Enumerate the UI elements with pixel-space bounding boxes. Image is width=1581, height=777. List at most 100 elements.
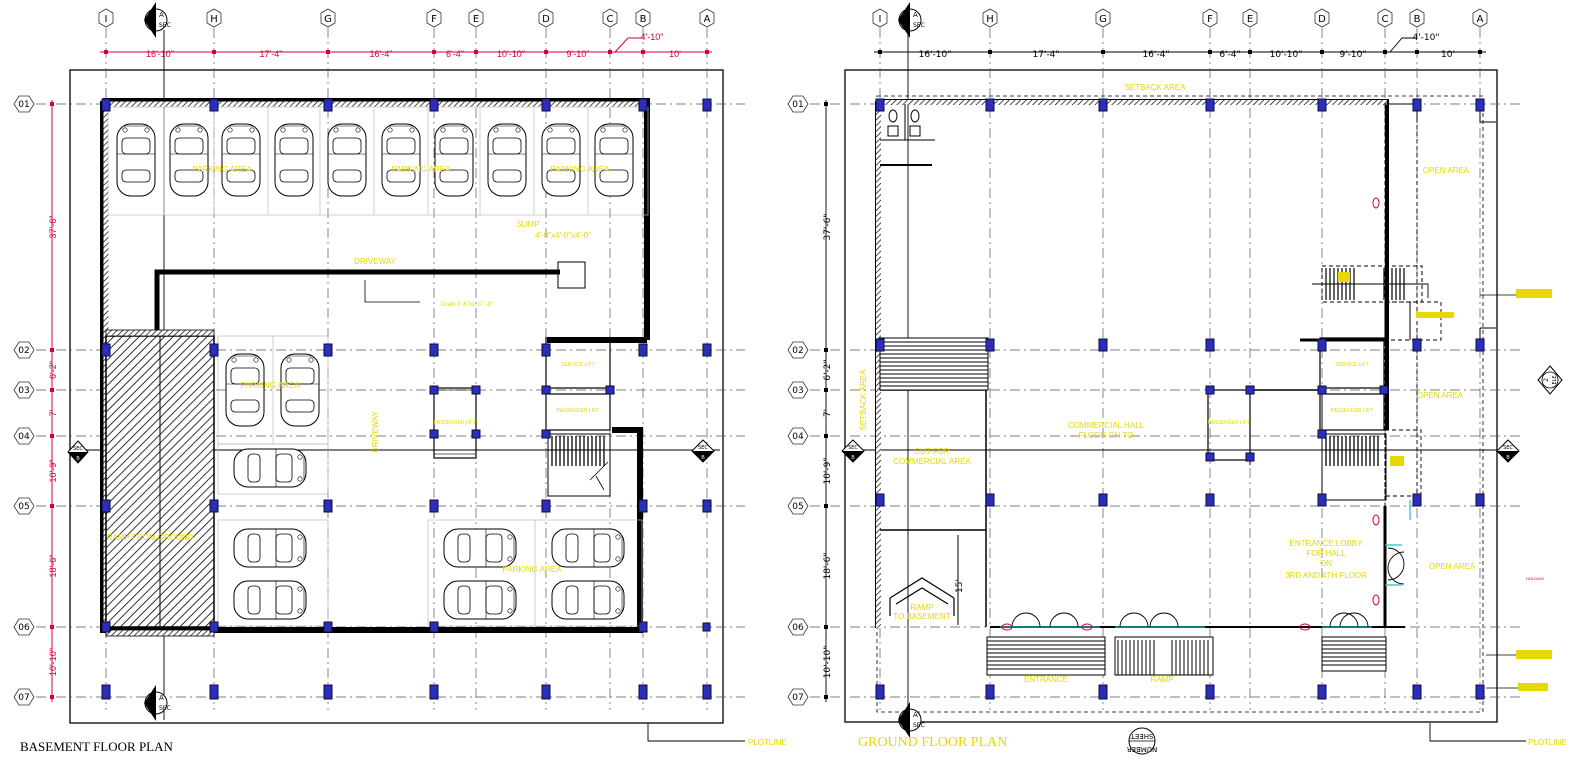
section-marker-label: SEC [1503, 445, 1513, 451]
area-label: TO BASEMENT [893, 612, 950, 621]
dimension-label: 6'-2" [48, 361, 58, 379]
section-marker-label: SEC [698, 445, 708, 451]
area-label: SUMP [516, 220, 539, 229]
column-label: I [879, 14, 882, 25]
entrance-steps [986, 636, 1387, 676]
area-label: PARKING AREA [503, 565, 563, 574]
row-label: 04 [18, 432, 30, 442]
dimension-label: 10'-9" [823, 457, 833, 484]
toilet-block [880, 104, 935, 166]
area-label: SETBACK AREA [859, 369, 868, 431]
dimension-label: 18'-6" [823, 552, 833, 579]
column-label: F [431, 14, 437, 25]
dimension-label: 7' [823, 409, 833, 417]
section-marker-b: SEC B [841, 439, 865, 463]
row-label: 05 [792, 502, 803, 512]
column-label: H [986, 14, 994, 25]
section-marker-label: SEC [73, 446, 83, 452]
area-label: PARKING AREA [241, 381, 301, 390]
row-label: 02 [18, 346, 29, 356]
area-label: SERVICE LIFT [1335, 362, 1369, 368]
dimension-label: 10'-9" [48, 460, 58, 483]
plotline-label: PLOTLINE [748, 738, 787, 747]
dimension-label: 9'-10" [567, 49, 590, 59]
dimension-label: 10' [1441, 50, 1455, 60]
section-marker-label: A [159, 694, 164, 702]
area-label: PARKING AREA [392, 165, 452, 174]
section-marker-b: SEC B [67, 440, 89, 464]
column-label: B [640, 14, 647, 25]
column-label: C [607, 14, 614, 25]
car [444, 529, 516, 567]
row-label: 01 [792, 100, 803, 110]
area-label: OPEN AREA [1423, 166, 1470, 175]
sheet-marker: NUMBER SHEET [1127, 727, 1158, 755]
lift-core [1207, 337, 1385, 461]
car [541, 123, 581, 197]
lift-core [433, 337, 611, 459]
row-label: 07 [18, 693, 29, 703]
dimension-label: 7' [48, 409, 58, 416]
row-label: 03 [792, 386, 803, 396]
dimension-label: 10'-10" [497, 49, 525, 59]
area-label: RAMP [1150, 675, 1173, 684]
section-marker-a: A SEC [898, 702, 925, 738]
row-label: 04 [792, 432, 804, 442]
basement-stair [547, 433, 611, 497]
dimension-label: 16'-10" [146, 49, 174, 59]
dimension-label: 4'-10" [641, 32, 664, 42]
section-marker-label: B [76, 456, 80, 462]
car [274, 123, 314, 197]
column-label: D [542, 14, 550, 25]
column-label: C [1382, 14, 1389, 25]
columns [101, 98, 712, 700]
plotline-label: PLOTLINE [1528, 738, 1567, 747]
row-label: 05 [18, 502, 29, 512]
column-label: G [324, 14, 332, 25]
section-marker-label: B [1506, 455, 1510, 461]
column-bubbles [98, 8, 715, 28]
column-label: I [105, 14, 108, 25]
car [552, 581, 624, 619]
area-label: FOR HALL [1306, 549, 1346, 558]
area-label: PARKING AREA [193, 165, 253, 174]
dimension-label: 10' [669, 49, 681, 59]
dimension-label: 17'-4" [1032, 50, 1059, 60]
column-bubbles [872, 8, 1488, 28]
section-marker-label: SEC [913, 722, 925, 729]
ground-floor-plan: I H G F E D C B A A SEC A SEC SEC B [787, 2, 1567, 755]
area-label: 4'-0"x4'-0"x4'-0" [535, 231, 591, 240]
dimension-label: 18'-6" [48, 555, 58, 578]
car [381, 123, 421, 197]
area-label: DRIVEWAY [371, 410, 380, 452]
plan-title: GROUND FLOOR PLAN [858, 735, 1007, 750]
column-label: E [473, 14, 479, 25]
dimension-label: 9'-10" [1339, 50, 1366, 60]
area-label: ENTRANCE LOBBY [1290, 539, 1364, 548]
sheet-number: NUMBER [1127, 745, 1158, 753]
car [234, 581, 306, 619]
area-label: OPEN AREA [1417, 391, 1464, 400]
plan-title: BASEMENT FLOOR PLAN [20, 739, 174, 754]
area-label: RAMP FROM GROUND [107, 533, 194, 542]
car [234, 529, 306, 567]
section-marker-label: SEC [159, 705, 171, 712]
dimension-label: 16'-10" [919, 50, 952, 60]
section-marker-label: B [851, 455, 855, 461]
area-label: COMMERCIAL AREA [893, 457, 971, 466]
row-label: 03 [18, 386, 29, 396]
car [225, 353, 265, 427]
driveway-wall [154, 269, 560, 330]
dimension-label: 16'-4" [1142, 50, 1169, 60]
doors [1000, 500, 1411, 628]
plot-frame [69, 69, 724, 724]
section-marker-label: A [159, 11, 164, 19]
sump-pit [557, 261, 586, 289]
area-label: PASSENGER LIFT [1331, 408, 1373, 414]
car [280, 353, 320, 427]
columns [875, 98, 1485, 700]
section-marker-a: A SEC [144, 2, 171, 38]
car [169, 123, 209, 197]
column-label: A [1477, 14, 1484, 25]
dimension-label: 4'-10" [1412, 33, 1439, 43]
